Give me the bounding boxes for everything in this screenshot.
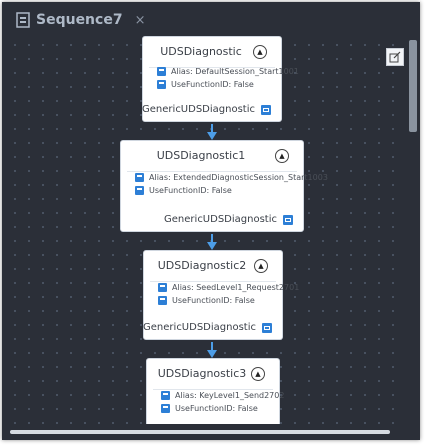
node-use-function-id: UseFunctionID: False xyxy=(161,404,258,413)
property-icon xyxy=(135,186,144,195)
node-type: GenericUDSDiagnostic xyxy=(142,104,271,115)
alias-text: Alias: SeedLevel1_Request2701 xyxy=(172,283,300,292)
node-type-label: GenericUDSDiagnostic xyxy=(142,104,255,115)
node-use-function-id: UseFunctionID: False xyxy=(135,186,232,195)
sequence-document-icon xyxy=(16,12,30,28)
property-icon xyxy=(161,404,170,413)
connector-arrow xyxy=(207,234,217,250)
edit-icon-glyph xyxy=(389,51,401,63)
chevron-up-icon[interactable]: ▲ xyxy=(251,367,265,381)
tab-sequence7[interactable]: Sequence7 × xyxy=(16,8,145,32)
property-icon xyxy=(135,173,144,182)
node-alias: Alias: SeedLevel1_Request2701 xyxy=(158,283,299,292)
node-use-function-id: UseFunctionID: False xyxy=(157,80,254,89)
chevron-up-icon[interactable]: ▲ xyxy=(254,259,268,273)
node-divider xyxy=(153,389,273,390)
sequence-node[interactable]: UDSDiagnostic2 ▲ Alias: SeedLevel1_Reque… xyxy=(143,250,299,340)
use-function-id-text: UseFunctionID: False xyxy=(171,80,254,89)
edit-icon[interactable] xyxy=(386,48,404,66)
module-icon xyxy=(261,104,271,115)
tab-bar: Sequence7 × xyxy=(2,2,420,32)
alias-text: Alias: ExtendedDiagnosticSession_Start10… xyxy=(149,173,328,182)
alias-text: Alias: DefaultSession_Start1001 xyxy=(171,67,299,76)
node-type-label: GenericUDSDiagnostic xyxy=(143,322,256,333)
node-title: UDSDiagnostic2 xyxy=(157,259,247,272)
node-use-function-id: UseFunctionID: False xyxy=(158,296,255,305)
node-title: UDSDiagnostic xyxy=(160,45,242,58)
chevron-up-icon[interactable]: ▲ xyxy=(275,149,289,163)
close-icon[interactable]: × xyxy=(134,12,146,28)
property-icon xyxy=(158,296,167,305)
alias-text: Alias: KeyLevel1_Send2702 xyxy=(175,391,285,400)
use-function-id-text: UseFunctionID: False xyxy=(149,186,232,195)
module-icon xyxy=(262,322,272,333)
connector-arrow xyxy=(207,124,217,140)
node-type: GenericUDSDiagnostic xyxy=(164,214,293,225)
use-function-id-text: UseFunctionID: False xyxy=(175,404,258,413)
sequence-node[interactable]: UDSDiagnostic1 ▲ Alias: ExtendedDiagnost… xyxy=(120,140,328,232)
node-alias: Alias: KeyLevel1_Send2702 xyxy=(161,391,284,400)
sequence-node[interactable]: UDSDiagnostic ▲ Alias: DefaultSession_St… xyxy=(142,36,299,122)
property-icon xyxy=(158,283,167,292)
horizontal-scroll-thumb[interactable] xyxy=(10,430,390,434)
sequence-canvas[interactable]: UDSDiagnostic ▲ Alias: DefaultSession_St… xyxy=(2,32,406,424)
chevron-up-icon[interactable]: ▲ xyxy=(253,45,267,59)
node-alias: Alias: DefaultSession_Start1001 xyxy=(157,67,299,76)
property-icon xyxy=(161,391,170,400)
node-alias: Alias: ExtendedDiagnosticSession_Start10… xyxy=(135,173,328,182)
horizontal-scrollbar[interactable] xyxy=(2,424,420,440)
node-divider xyxy=(127,171,297,172)
node-divider xyxy=(149,67,275,68)
node-divider xyxy=(150,281,276,282)
connector-arrow xyxy=(207,342,217,358)
tab-title: Sequence7 xyxy=(36,12,123,28)
node-title: UDSDiagnostic1 xyxy=(156,149,246,162)
node-type-label: GenericUDSDiagnostic xyxy=(164,214,277,225)
property-icon xyxy=(157,67,166,76)
sequence-editor-window: Sequence7 × UDSDiagnostic ▲ Alias: Defau… xyxy=(2,2,420,440)
node-title: UDSDiagnostic3 xyxy=(157,367,247,380)
property-icon xyxy=(157,80,166,89)
node-type: GenericUDSDiagnostic xyxy=(143,322,272,333)
module-icon xyxy=(283,214,293,225)
sequence-node[interactable]: UDSDiagnostic3 ▲ Alias: KeyLevel1_Send27… xyxy=(146,358,284,424)
vertical-scroll-thumb[interactable] xyxy=(409,40,417,132)
use-function-id-text: UseFunctionID: False xyxy=(172,296,255,305)
